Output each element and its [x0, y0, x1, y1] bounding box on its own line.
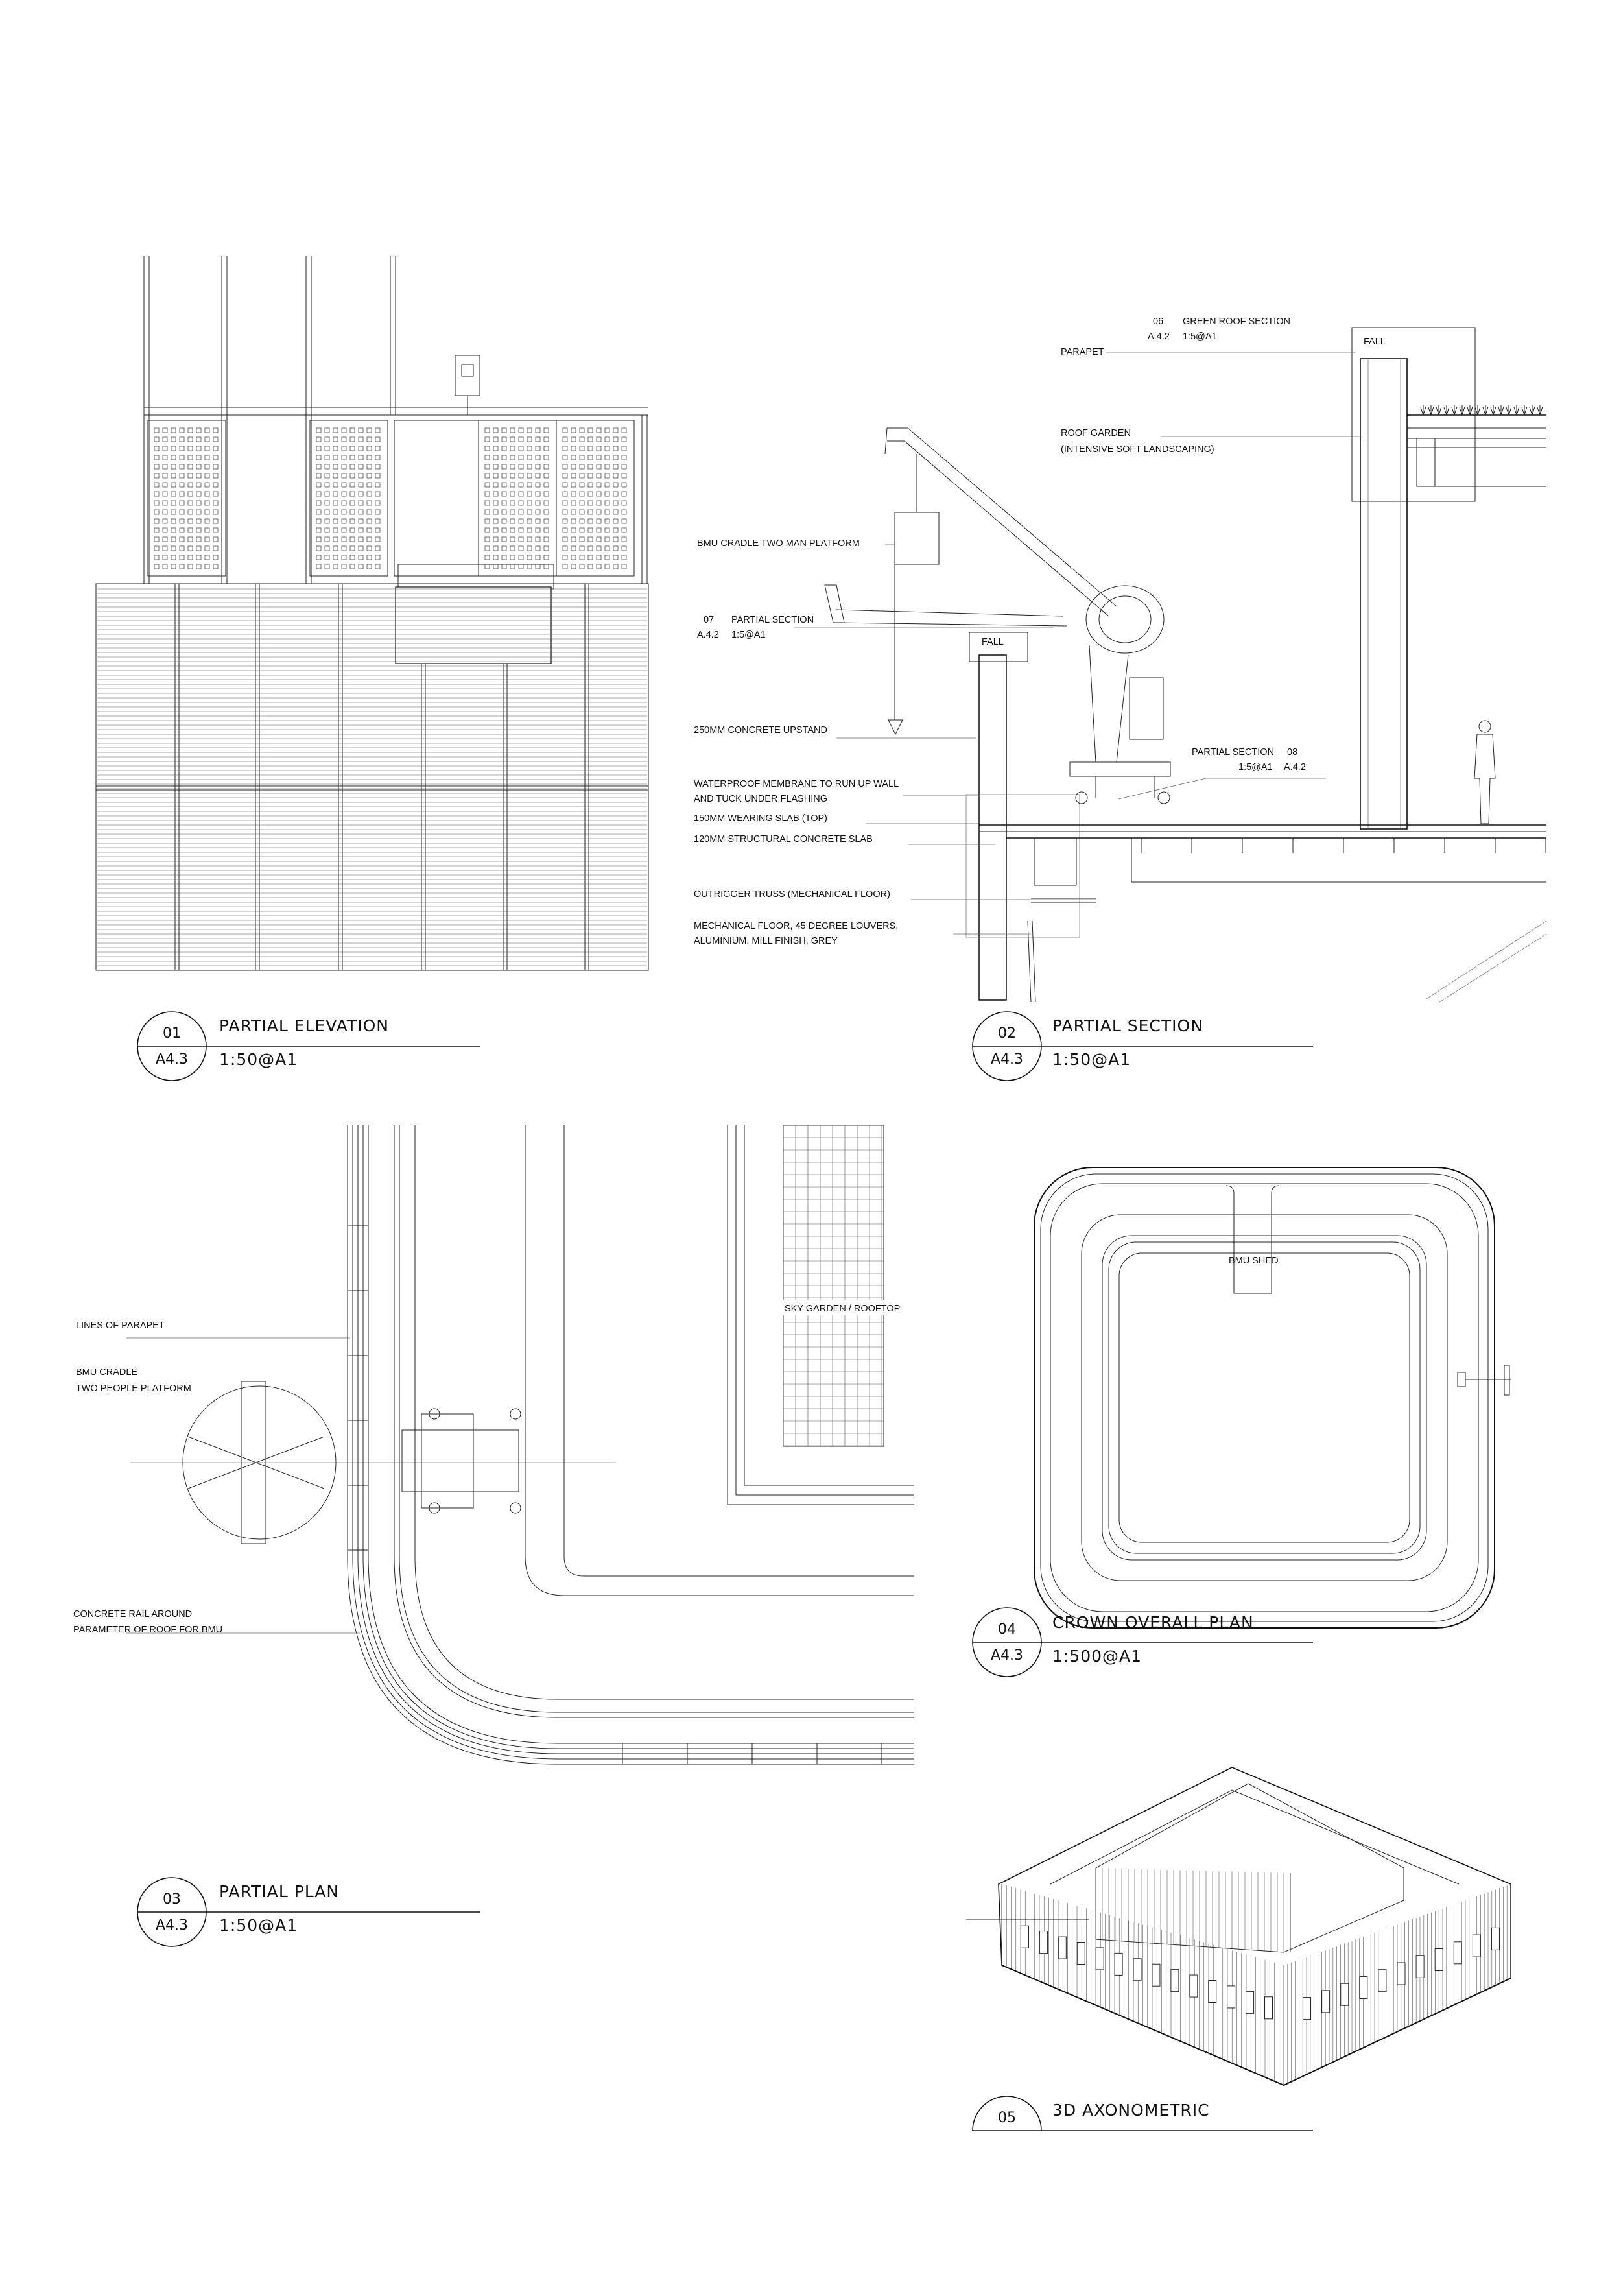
title-block-03: 03 A4.3 PARTIAL PLAN 1:50@A1 — [137, 1877, 480, 1947]
view-number-01: 01 — [163, 1025, 181, 1042]
callout-08-ref: A.4.2 — [1284, 762, 1306, 772]
bmu-crane — [824, 427, 1171, 804]
view-number-04: 04 — [998, 1621, 1016, 1638]
label-bmu-shed: BMU SHED — [1229, 1256, 1279, 1266]
label-bmu-cradle: BMU CRADLE TWO MAN PLATFORM — [697, 538, 860, 549]
bmu-cradle-plan — [130, 1381, 616, 1544]
title-block-02: 02 A4.3 PARTIAL SECTION 1:50@A1 — [972, 1011, 1313, 1081]
louvre-cladding — [95, 583, 649, 971]
view-title-partial-elevation: PARTIAL ELEVATION — [219, 1016, 389, 1035]
callout-07-title: PARTIAL SECTION — [731, 615, 814, 625]
perforated-panel-grid — [147, 420, 635, 590]
view-number-05: 05 — [998, 2110, 1016, 2126]
partial-plan-drawing — [126, 1125, 914, 1765]
sheet-ref-04: A4.3 — [991, 1647, 1023, 1664]
sheet-ref-02: A4.3 — [991, 1051, 1023, 1068]
axonometric-drawing — [966, 1767, 1511, 2087]
slab-layers — [979, 824, 1547, 1003]
label-parapet: PARAPET — [1061, 347, 1104, 357]
label-concrete-rail-2: PARAMETER OF ROOF FOR BMU — [73, 1625, 222, 1635]
view-title-3d-axonometric: 3D AXONOMETRIC — [1052, 2101, 1210, 2120]
title-block-05: 05 3D AXONOMETRIC — [972, 2096, 1313, 2131]
callout-06-scale: 1:5@A1 — [1183, 331, 1217, 342]
title-block-04: 04 A4.3 CROWN OVERALL PLAN 1:500@A1 — [972, 1607, 1313, 1677]
label-mechanical-floor-2: ALUMINIUM, MILL FINISH, GREY — [694, 936, 838, 946]
view-number-02: 02 — [998, 1025, 1016, 1042]
callout-08-number: 08 — [1287, 747, 1297, 758]
callout-07-scale: 1:5@A1 — [731, 630, 766, 640]
green-roof-build-up — [1407, 405, 1546, 487]
view-title-crown-overall-plan: CROWN OVERALL PLAN — [1052, 1613, 1254, 1632]
callout-08-scale: 1:5@A1 — [1238, 762, 1273, 772]
view-number-03: 03 — [163, 1891, 181, 1907]
label-bmu-cradle-plan-1: BMU CRADLE — [76, 1367, 137, 1378]
label-structural-slab: 120MM STRUCTURAL CONCRETE SLAB — [694, 834, 873, 844]
view-title-partial-section: PARTIAL SECTION — [1052, 1016, 1203, 1035]
label-bmu-cradle-plan-2: TWO PEOPLE PLATFORM — [76, 1383, 191, 1394]
view-scale-02: 1:50@A1 — [1052, 1050, 1131, 1069]
label-concrete-upstand: 250MM CONCRETE UPSTAND — [694, 725, 827, 735]
callout-06-number: 06 — [1153, 317, 1163, 327]
label-fall-upstand: FALL — [982, 637, 1004, 647]
label-wearing-slab: 150MM WEARING SLAB (TOP) — [694, 813, 827, 824]
sheet-ref-01: A4.3 — [156, 1051, 188, 1068]
label-outrigger-truss: OUTRIGGER TRUSS (MECHANICAL FLOOR) — [694, 889, 890, 900]
title-block-01: 01 A4.3 PARTIAL ELEVATION 1:50@A1 — [137, 1011, 480, 1081]
view-scale-04: 1:500@A1 — [1052, 1647, 1142, 1666]
human-figure — [1474, 720, 1496, 824]
callout-06-ref: A.4.2 — [1148, 331, 1170, 342]
callout-06-title: GREEN ROOF SECTION — [1183, 317, 1290, 327]
crown-overall-plan-drawing — [1034, 1167, 1511, 1629]
view-scale-01: 1:50@A1 — [219, 1050, 298, 1069]
label-fall-top: FALL — [1364, 337, 1386, 347]
partial-section-drawing — [794, 327, 1547, 1003]
view-title-partial-plan: PARTIAL PLAN — [219, 1882, 339, 1901]
label-membrane-line-2: AND TUCK UNDER FLASHING — [694, 794, 827, 804]
view-scale-03: 1:50@A1 — [219, 1916, 298, 1935]
label-roof-garden-note: (INTENSIVE SOFT LANDSCAPING) — [1061, 444, 1214, 455]
sheet-ref-03: A4.3 — [156, 1917, 188, 1933]
label-mechanical-floor-1: MECHANICAL FLOOR, 45 DEGREE LOUVERS, — [694, 921, 898, 931]
label-membrane-line-1: WATERPROOF MEMBRANE TO RUN UP WALL — [694, 779, 899, 789]
label-roof-garden: ROOF GARDEN — [1061, 428, 1131, 438]
callout-07-ref: A.4.2 — [697, 630, 719, 640]
label-lines-of-parapet: LINES OF PARAPET — [76, 1321, 165, 1331]
label-sky-garden: SKY GARDEN / ROOFTOP — [785, 1304, 900, 1314]
callout-08-title: PARTIAL SECTION — [1192, 747, 1274, 758]
callout-07-number: 07 — [704, 615, 714, 625]
label-concrete-rail-1: CONCRETE RAIL AROUND — [73, 1609, 192, 1620]
partial-elevation-drawing — [95, 256, 649, 971]
sky-garden-area — [727, 1125, 914, 1505]
